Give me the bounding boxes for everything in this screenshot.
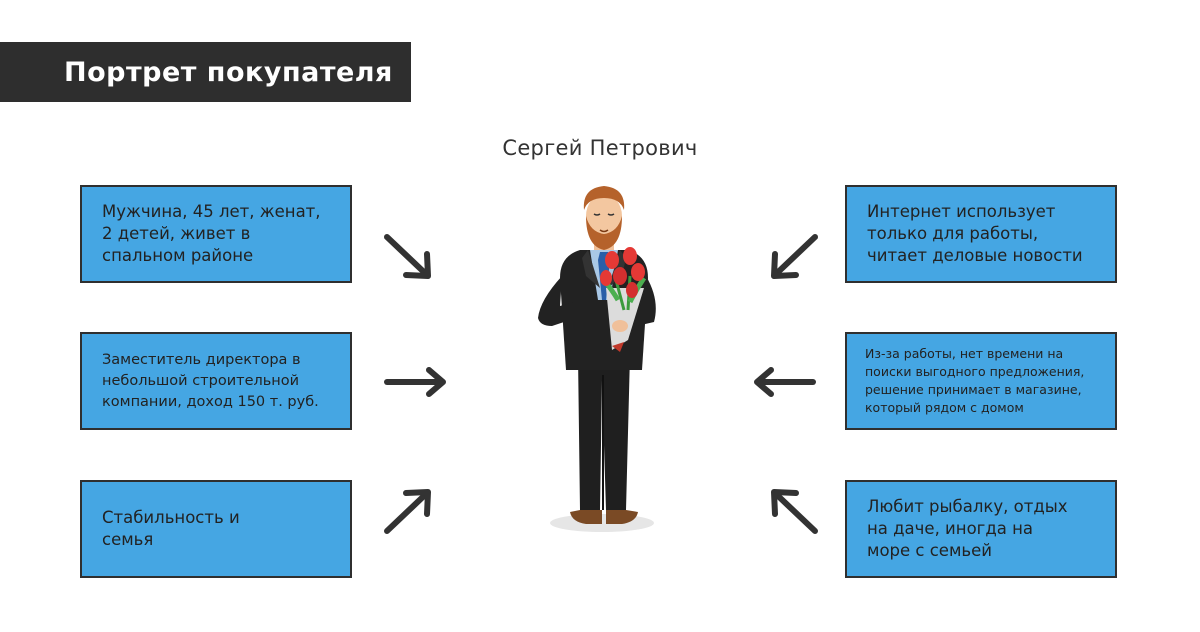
page-title: Портрет покупателя xyxy=(64,56,393,88)
text-line: Стабильность и xyxy=(102,508,240,527)
arrow-down-left-icon xyxy=(771,234,818,279)
text-line: Интернет использует xyxy=(867,202,1056,221)
arrow-down-right-icon xyxy=(384,234,431,279)
info-box-hobbies: Любит рыбалку, отдых на даче, иногда на … xyxy=(845,480,1117,578)
page-title-bar: Портрет покупателя xyxy=(0,42,411,102)
arrow-right-icon xyxy=(384,367,446,397)
person-name: Сергей Петрович xyxy=(502,136,698,160)
text-line: компании, доход 150 т. руб. xyxy=(102,393,319,410)
info-box-text: Любит рыбалку, отдых на даче, иногда на … xyxy=(867,496,1068,562)
text-line: Мужчина, 45 лет, женат, xyxy=(102,202,321,221)
text-line: море с семьей xyxy=(867,541,992,560)
text-line: поиски выгодного предложения, xyxy=(865,364,1085,379)
text-line: решение принимает в магазине, xyxy=(865,382,1082,397)
text-line: на даче, иногда на xyxy=(867,519,1033,538)
text-line: 2 детей, живет в xyxy=(102,224,251,243)
info-box-text: Мужчина, 45 лет, женат, 2 детей, живет в… xyxy=(102,201,321,267)
info-box-shopping: Из-за работы, нет времени на поиски выго… xyxy=(845,332,1117,430)
text-line: спальном районе xyxy=(102,246,254,265)
info-box-occupation: Заместитель директора в небольшой строит… xyxy=(80,332,352,430)
info-box-values: Стабильность и семья xyxy=(80,480,352,578)
text-line: Из-за работы, нет времени на xyxy=(865,346,1064,361)
info-box-internet: Интернет использует только для работы, ч… xyxy=(845,185,1117,283)
arrow-up-right-icon xyxy=(384,489,431,534)
info-box-text: Заместитель директора в небольшой строит… xyxy=(102,350,319,413)
man-with-flowers-icon xyxy=(538,186,656,532)
info-box-demographics: Мужчина, 45 лет, женат, 2 детей, живет в… xyxy=(80,185,352,283)
text-line: только для работы, xyxy=(867,224,1039,243)
text-line: который рядом с домом xyxy=(865,400,1024,415)
text-line: Любит рыбалку, отдых xyxy=(867,497,1068,516)
text-line: Заместитель директора в xyxy=(102,351,301,368)
text-line: небольшой строительной xyxy=(102,372,300,389)
text-line: семья xyxy=(102,530,154,549)
info-box-text: Из-за работы, нет времени на поиски выго… xyxy=(865,345,1084,417)
arrow-up-left-icon xyxy=(771,489,818,534)
arrow-left-icon xyxy=(754,367,816,397)
info-box-text: Стабильность и семья xyxy=(102,507,240,551)
text-line: читает деловые новости xyxy=(867,246,1083,265)
info-box-text: Интернет использует только для работы, ч… xyxy=(867,201,1083,267)
